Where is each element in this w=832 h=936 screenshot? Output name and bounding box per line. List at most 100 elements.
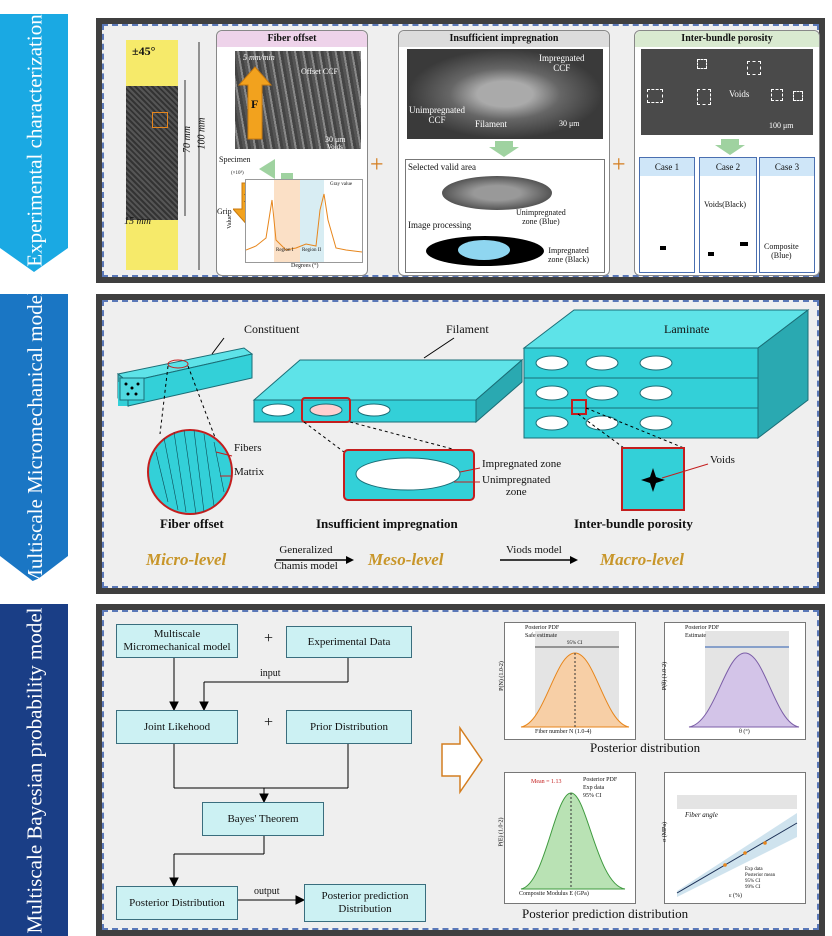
composite-blue-label: Composite (Blue): [764, 242, 799, 260]
case3-box: Case 3 Composite (Blue): [759, 157, 815, 273]
grip-label: Grip: [217, 207, 232, 216]
p4-legend2: Posterior mean: [745, 873, 776, 878]
p4-xlabel: ε (%): [729, 893, 743, 899]
box-prior-text: Prior Distribution: [310, 720, 388, 733]
gray-yunit: (×10³): [231, 171, 244, 176]
plus-data: +: [264, 630, 274, 647]
box-bayes-text: Bayes' Theorem: [227, 812, 299, 825]
p1-xlabel: Fiber number N (1.0-4): [535, 729, 592, 735]
p3-legend2: Exp data: [583, 785, 605, 791]
plus-2: +: [612, 152, 626, 178]
impregnation-panel: Insufficient impregnation Impregnated CC…: [398, 30, 610, 276]
filament-label: Filament: [446, 322, 489, 336]
width-label: 15 mm: [124, 216, 151, 227]
plus-1: +: [370, 152, 384, 178]
voids-black-label: Voids(Black): [704, 200, 747, 209]
porosity-scale: 100 μm: [769, 121, 794, 130]
rate-label: 5 mm/min: [243, 53, 275, 62]
p4-legend1: Exp data: [745, 867, 763, 872]
specimen-image: ±45°: [126, 40, 178, 270]
p1-legend2: Safe estimate: [525, 633, 558, 639]
p4-ann: Fiber angle: [685, 811, 718, 819]
region1-label: Region I: [276, 248, 294, 253]
impregnation-title: Insufficient impregnation: [399, 31, 609, 47]
panel-experimental: ±45° 15 mm 70 mm 100 mm Fiber offset F 5…: [96, 18, 825, 283]
fibers-label: Fibers: [234, 442, 262, 454]
fiber-voids-label: Voids: [327, 143, 343, 151]
panel-micromechanical: Constituent Filament Laminate Fibers Mat…: [96, 294, 825, 594]
impregnated-zone-label: Impregnated zone: [482, 458, 562, 470]
p2-xlabel: θ (°): [739, 729, 750, 735]
box-posterior-text: Posterior Distribution: [129, 896, 225, 909]
p1-legend1: Posterior PDF: [525, 625, 560, 631]
macro-level: Macro-level: [600, 550, 685, 569]
output-label: output: [254, 886, 280, 897]
p3-xlabel: Composite Modulus E (GPa): [519, 891, 589, 897]
porosity-title: Inter-bundle porosity: [635, 31, 819, 47]
box-multiscale-model: Multiscale Micromechanical model: [116, 624, 238, 658]
sem-porosity-image: Voids 100 μm: [641, 49, 813, 135]
p2-ylabel: P(θ) (1.0-2): [662, 661, 669, 691]
unimpregnated-ccf-label: Unimpregnated CCF: [409, 105, 465, 125]
porosity-voids-label: Voids: [729, 89, 750, 99]
voids-label: Voids: [710, 454, 735, 466]
caption-inter-bundle-porosity: Inter-bundle porosity: [574, 516, 693, 531]
impregnated-ccf-label: Impregnated CCF: [539, 53, 585, 73]
p2-legend1: Posterior PDF: [685, 625, 720, 631]
p2-legend2: Estimate: [685, 633, 706, 639]
p4-legend4: 99% CI: [745, 885, 761, 890]
micro-level: Micro-level: [146, 550, 227, 569]
matrix-label: Matrix: [234, 466, 264, 478]
gray-legend: Gray value: [330, 182, 353, 187]
p3-legend3: 95% CI: [583, 793, 602, 799]
gray-value-plot: Region I Region II Gray value: [245, 179, 363, 263]
case2-box: Case 2 Voids(Black): [699, 157, 757, 273]
box-experimental-text: Experimental Data: [307, 635, 391, 648]
box-prior: Prior Distribution: [286, 710, 412, 744]
label-micromechanical: Multiscale Micromechanical model: [0, 289, 96, 587]
gray-ylabel: Value: [226, 215, 233, 229]
case3-label: Case 3: [760, 158, 814, 176]
sem-impregnation-image: [407, 49, 603, 139]
label-experimental-text: Experimental characterization: [22, 13, 47, 267]
meso-level: Meso-level: [368, 550, 444, 569]
gray-xlabel: Degrees (°): [291, 263, 319, 269]
caption-fiber-offset: Fiber offset: [160, 516, 224, 531]
p4-ylabel: σ (MPa): [662, 821, 669, 843]
plot-stress-strain: Fiber angle Exp data Posterior mean 95% …: [662, 772, 806, 904]
box-multiscale-text: Multiscale Micromechanical model: [123, 628, 231, 653]
specimen-label: Specimen: [219, 155, 251, 164]
plot-theta: Posterior PDF Estimate θ (°) P(θ) (1.0-2…: [662, 622, 806, 740]
caption-insufficient-impregnation: Insufficient impregnation: [316, 516, 458, 531]
p4-legend3: 95% CI: [745, 879, 761, 884]
specimen-angle: ±45°: [132, 44, 156, 58]
plot-fiber-number: Posterior PDF Safe estimate 95% CI Fiber…: [499, 622, 636, 740]
laminate-label: Laminate: [664, 322, 710, 336]
p3-mean: Mean = 1.13: [531, 779, 562, 785]
label-bayesian: Multiscale Bayesian probability model: [0, 604, 96, 936]
porosity-panel: Inter-bundle porosity Voids 100 μm Case …: [634, 30, 820, 276]
box-posterior: Posterior Distribution: [116, 886, 238, 920]
imp-zone-label: Impregnated zone (Black): [548, 246, 590, 264]
box-ppd-text: Posterior prediction Distribution: [321, 890, 409, 915]
fiber-offset-panel: Fiber offset F 5 mm/min Offset CCF 30 μm…: [216, 30, 368, 276]
constituent-label: Constituent: [244, 322, 300, 336]
unimpregnated-zone-label: Unimpregnated zone: [482, 474, 551, 498]
filament-sem-label: Filament: [475, 119, 507, 129]
chamis-model-label: Generalized Chamis model: [274, 544, 338, 572]
box-experimental-data: Experimental Data: [286, 626, 412, 658]
imp-scale: 30 μm: [559, 119, 580, 128]
label-experimental: Experimental characterization: [0, 0, 96, 280]
force-label-top: F: [251, 97, 259, 111]
len70-label: 70 mm: [181, 126, 193, 153]
box-joint-text: Joint Likehood: [143, 720, 211, 733]
fiber-offset-title: Fiber offset: [217, 31, 367, 47]
caption-posterior-distribution: Posterior distribution: [590, 740, 701, 755]
plus-prior: +: [264, 714, 274, 731]
p1-ann: 95% CI: [567, 641, 583, 646]
input-label: input: [260, 668, 281, 679]
offset-ccf-label: Offset CCF: [301, 67, 338, 76]
selected-area-label: Selected valid area: [408, 162, 476, 172]
unimp-zone-label: Unimpregnated zone (Blue): [516, 208, 566, 226]
box-ppd: Posterior prediction Distribution: [304, 884, 426, 922]
